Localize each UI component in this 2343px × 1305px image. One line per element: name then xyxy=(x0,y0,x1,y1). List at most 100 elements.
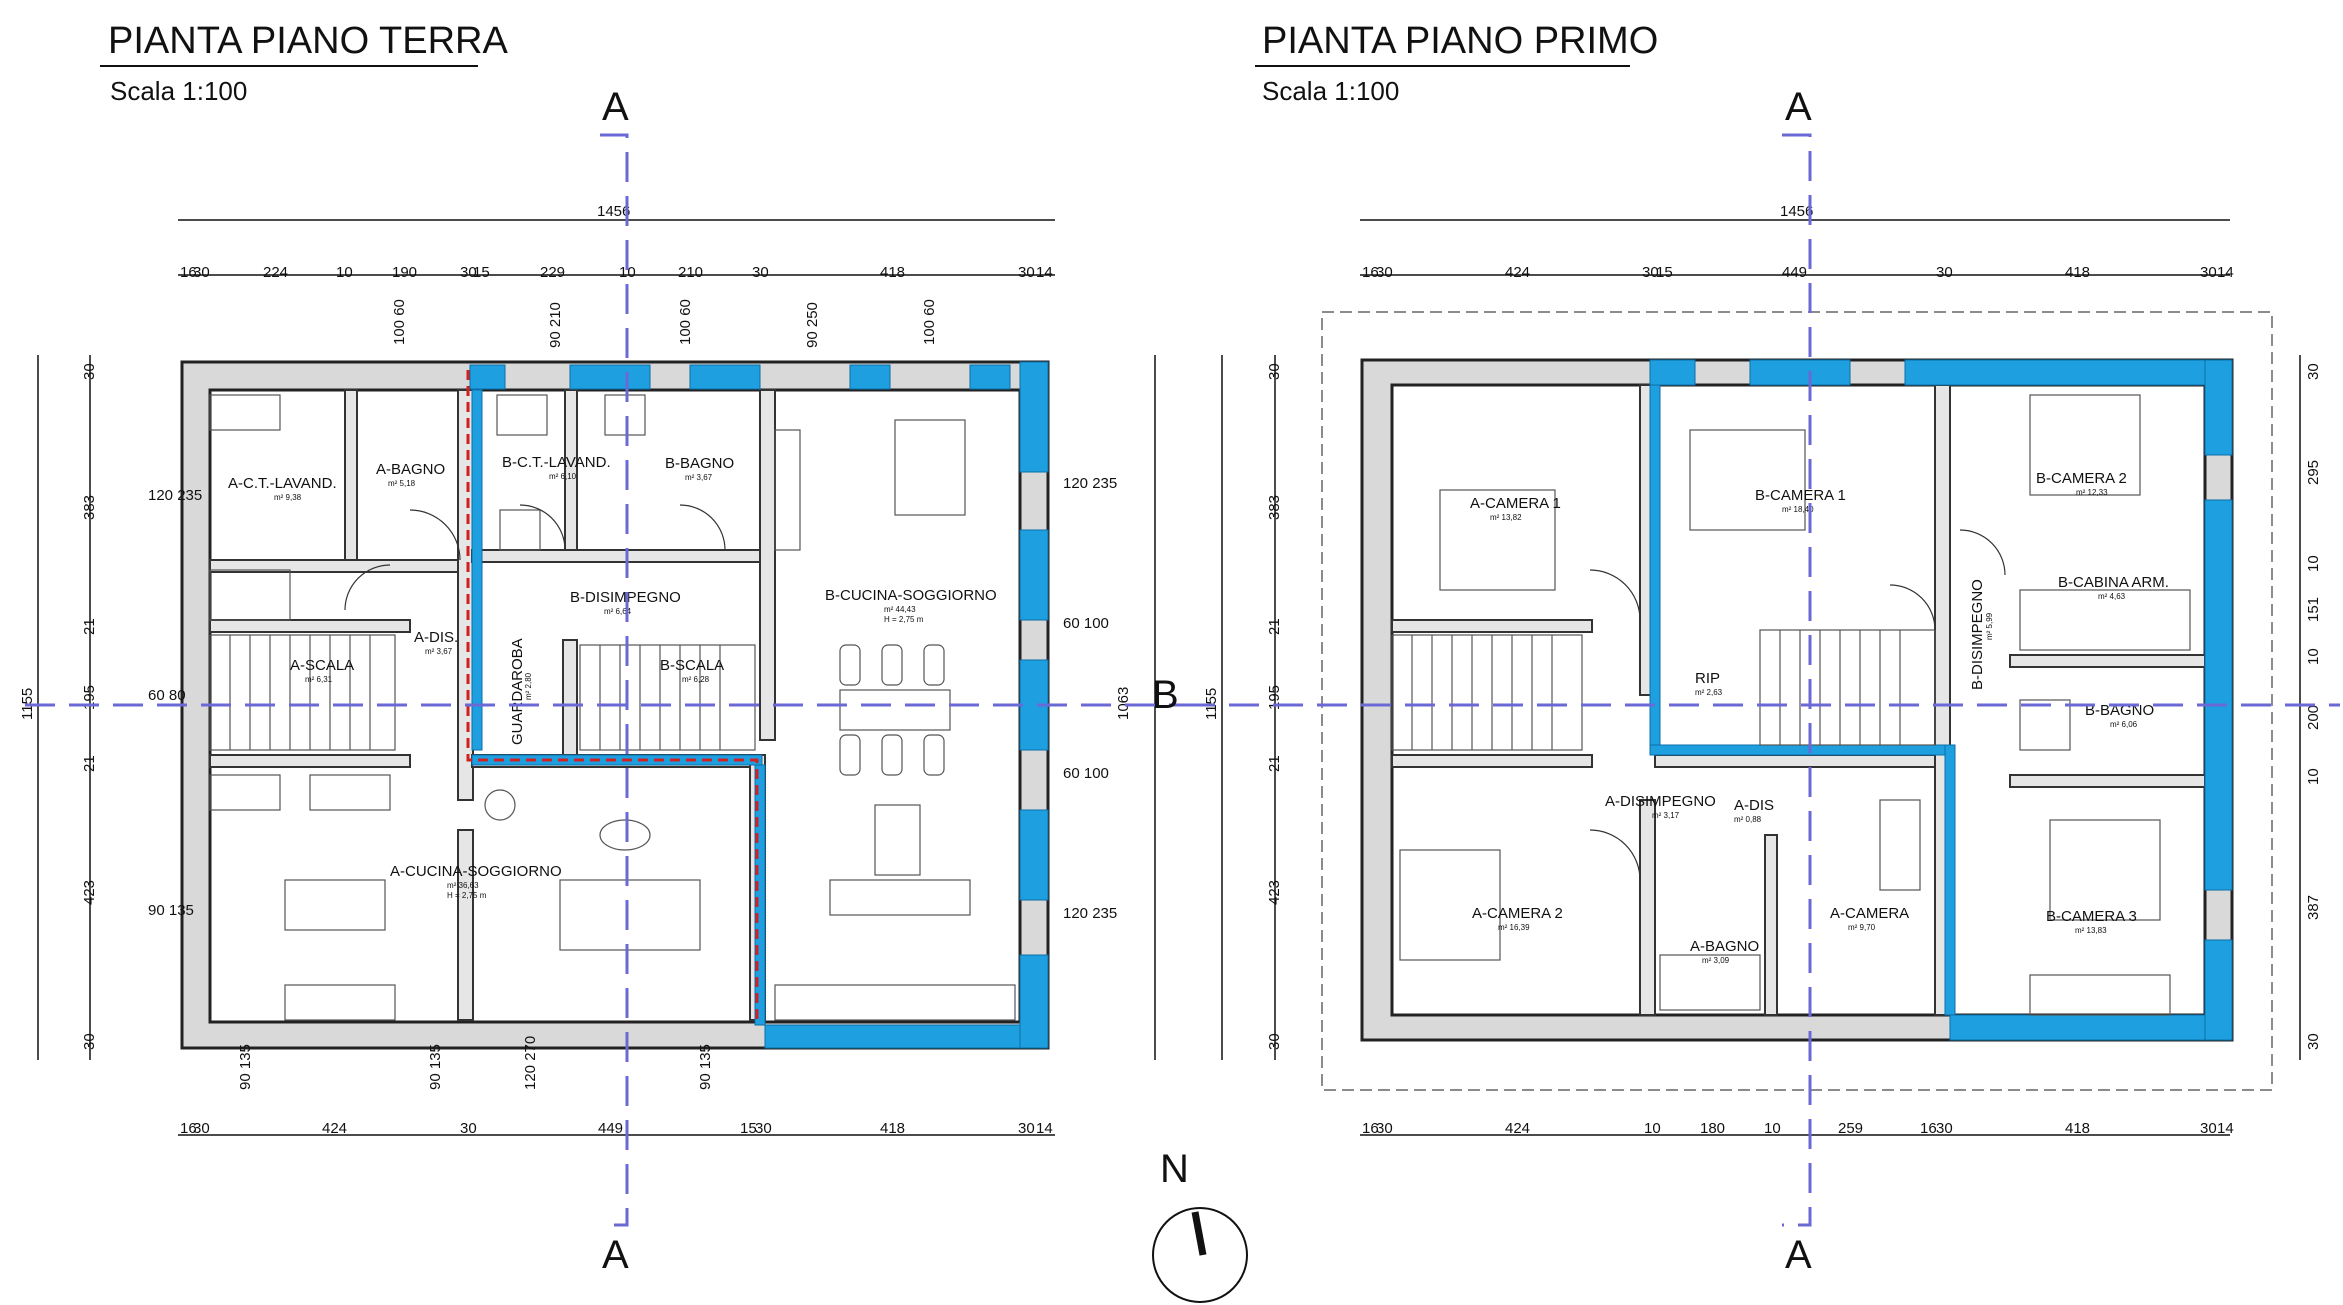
insulation-segment xyxy=(1649,744,1946,756)
interior-wall xyxy=(1391,754,1593,768)
dim-30: 30 xyxy=(1376,264,1393,281)
opening-label: 120 270 xyxy=(522,1036,539,1090)
interior-wall xyxy=(1764,834,1778,1016)
dim-418: 418 xyxy=(2065,264,2090,281)
opening-label: 100 60 xyxy=(921,299,938,345)
opening-label: 90 135 xyxy=(697,1044,714,1090)
interior-wall xyxy=(1391,619,1593,633)
room-area: m² 3,67 xyxy=(685,473,713,482)
bdim-15: 15 xyxy=(740,1120,757,1137)
interior-wall xyxy=(759,389,776,741)
rdim-10c: 10 xyxy=(2305,768,2322,785)
north-circle xyxy=(1152,1207,1248,1303)
insulation-segment xyxy=(969,364,1011,390)
dim-424: 424 xyxy=(1505,264,1530,281)
bdim-418: 418 xyxy=(880,1120,905,1137)
room-area: m² 44,43 xyxy=(884,605,916,614)
room-height: H = 2,75 m xyxy=(447,891,487,900)
opening-label: 100 60 xyxy=(677,299,694,345)
ground-floor-title: PIANTA PIANO TERRA xyxy=(108,20,508,62)
bdim-16: 16 xyxy=(1362,1120,1379,1137)
bdim-16: 16 xyxy=(180,1120,197,1137)
room-area: m² 5,99 xyxy=(1985,612,1994,640)
dim-30: 30 xyxy=(193,264,210,281)
room-label: B-CAMERA 2 xyxy=(2036,470,2127,487)
first-room-labels: A-CAMERA 1 m² 13,82 B-CAMERA 1 m² 18,40 … xyxy=(1470,470,2169,965)
insulation-segment xyxy=(1904,359,2206,386)
rdim-295: 295 xyxy=(2305,460,2322,485)
insulation-segment xyxy=(1944,744,1956,1016)
opening-label: 90 135 xyxy=(148,902,194,919)
interior-wall xyxy=(457,829,474,1021)
room-area: m² 9,70 xyxy=(1848,923,1876,932)
ground-floor-scale: Scala 1:100 xyxy=(110,76,247,106)
overall-width-label: 1456 xyxy=(1780,203,1813,220)
room-label: A-CAMERA 2 xyxy=(1472,905,1563,922)
opening-label: 90 135 xyxy=(427,1044,444,1090)
interior-wall xyxy=(471,549,773,563)
rdim-30b: 30 xyxy=(2305,1033,2322,1050)
opening-label: 60 100 xyxy=(1063,765,1109,782)
insulation-segment xyxy=(1649,359,1696,386)
room-area: m² 2,63 xyxy=(1695,688,1723,697)
dim-30c: 30 xyxy=(1936,264,1953,281)
stair-first-floor xyxy=(1391,629,1936,751)
room-area: m² 2,80 xyxy=(524,672,533,700)
interior-wall xyxy=(209,754,411,768)
insulation-segment xyxy=(2204,359,2233,456)
first-floor-scale: Scala 1:100 xyxy=(1262,76,1399,106)
room-area: m² 13,83 xyxy=(2075,926,2107,935)
ldim-30: 30 xyxy=(1266,363,1283,380)
dim-15: 15 xyxy=(1656,264,1673,281)
bdim-30b: 30 xyxy=(1936,1120,1953,1137)
room-area: m² 0,88 xyxy=(1734,815,1762,824)
ldim-21: 21 xyxy=(81,618,98,635)
furniture-group xyxy=(1399,394,2191,1016)
room-label: B-DISIMPEGNO xyxy=(570,589,681,606)
room-area: m² 6,28 xyxy=(682,675,710,684)
insulation-segment xyxy=(1749,359,1851,386)
insulation-segment xyxy=(2204,499,2233,891)
dim-190: 190 xyxy=(392,264,417,281)
opening-label: 90 210 xyxy=(547,302,564,348)
room-label: B-CUCINA-SOGGIORNO xyxy=(825,587,997,604)
interior-wall xyxy=(344,389,358,561)
dim-224: 224 xyxy=(263,264,288,281)
interior-wall xyxy=(1654,754,1946,768)
room-area: m² 6,10 xyxy=(549,472,577,481)
overall-width-label: 1456 xyxy=(597,203,630,220)
room-label: A-CAMERA 1 xyxy=(1470,495,1561,512)
room-area: m² 6,31 xyxy=(305,675,333,684)
ldim-383: 383 xyxy=(81,495,98,520)
dim-418: 418 xyxy=(880,264,905,281)
dim-16: 16 xyxy=(180,264,197,281)
interior-wall xyxy=(457,389,474,801)
opening-label: 90 135 xyxy=(237,1044,254,1090)
insulation-segment xyxy=(471,389,483,751)
interior-wall xyxy=(209,619,411,633)
dim-30d: 30 xyxy=(2200,264,2217,281)
door-swings xyxy=(344,504,726,611)
dim-10: 10 xyxy=(336,264,353,281)
room-area: m² 36,63 xyxy=(447,881,479,890)
insulation-segment xyxy=(754,764,766,1026)
rdim-151: 151 xyxy=(2305,597,2322,622)
section-label-a-top: A xyxy=(1785,85,1812,129)
section-label-a-bottom: A xyxy=(1785,1233,1812,1277)
opening-label: 120 235 xyxy=(1063,475,1117,492)
room-label: A-C.T.-LAVAND. xyxy=(228,475,337,492)
opening-label: 60 80 xyxy=(148,687,186,704)
ldim-423: 423 xyxy=(81,880,98,905)
bdim-10: 10 xyxy=(1644,1120,1661,1137)
room-label: A-CUCINA-SOGGIORNO xyxy=(390,863,562,880)
dim-14: 14 xyxy=(2217,264,2234,281)
right-height-label: 1063 xyxy=(1115,687,1132,720)
bdim-30: 30 xyxy=(193,1120,210,1137)
north-pointer-icon xyxy=(1191,1211,1207,1256)
red-dashed-line xyxy=(466,370,759,1020)
rdim-10b: 10 xyxy=(2305,648,2322,665)
dim-15: 15 xyxy=(473,264,490,281)
ldim-21: 21 xyxy=(1266,618,1283,635)
room-area: m² 6,06 xyxy=(2110,720,2138,729)
